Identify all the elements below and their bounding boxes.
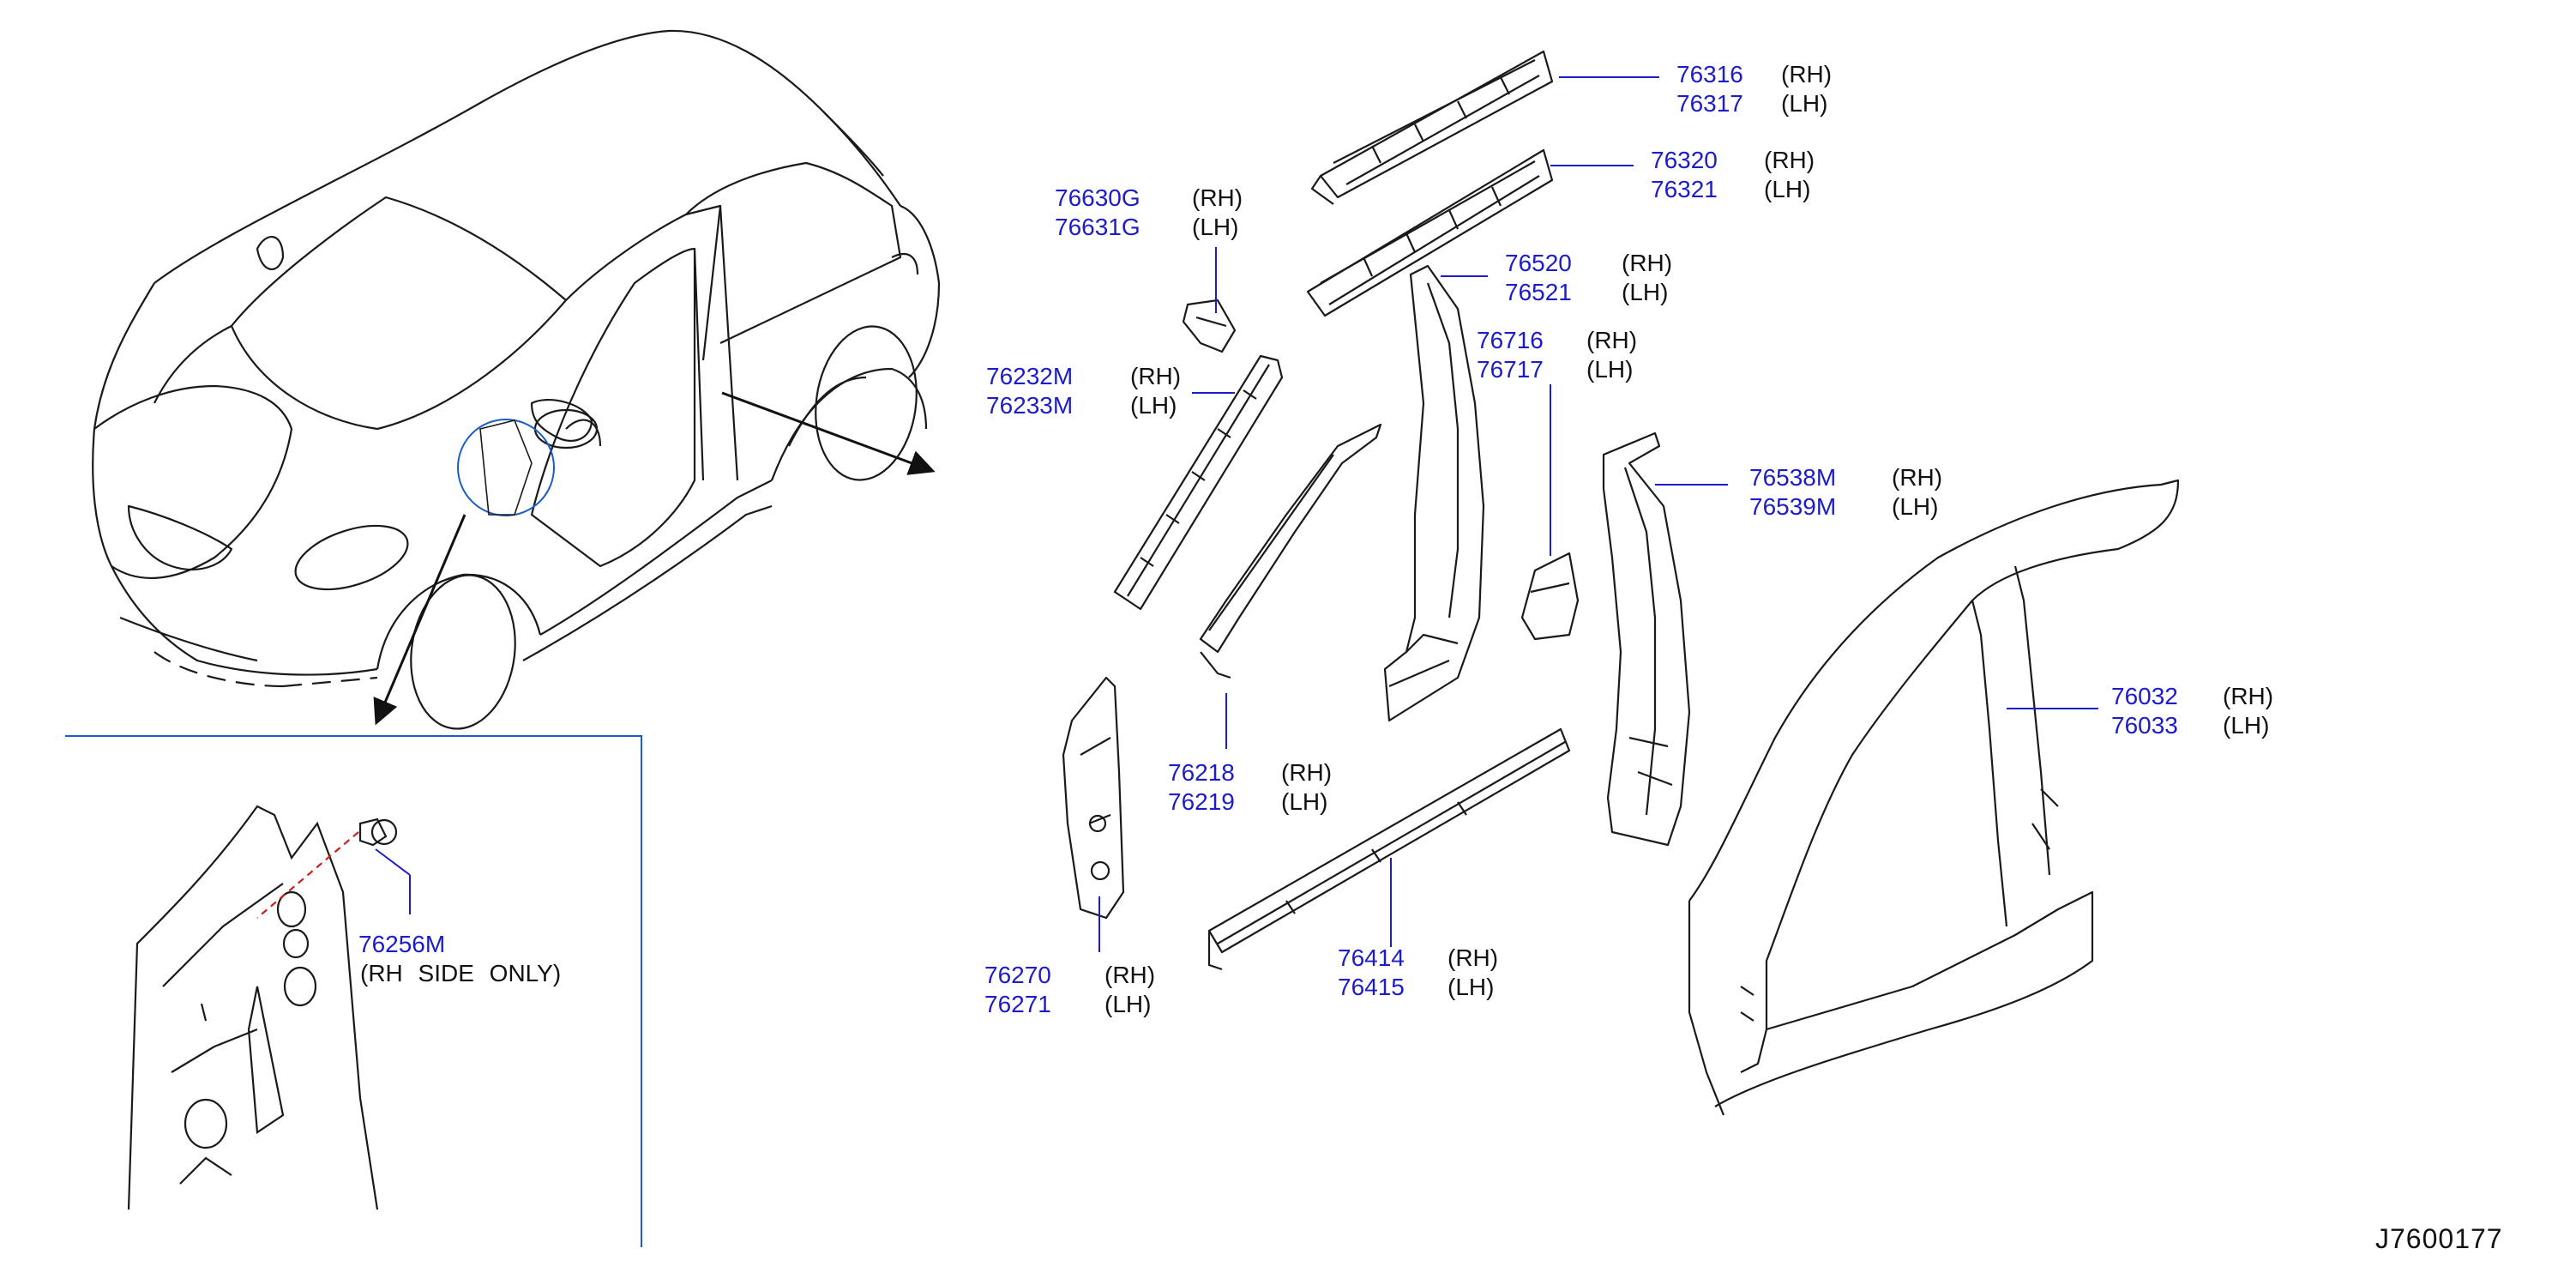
- side-label: (RH): [1781, 61, 1833, 87]
- part-number[interactable]: 76270: [984, 962, 1051, 988]
- part-number[interactable]: 76271: [984, 991, 1051, 1017]
- side-label: (LH): [1447, 974, 1495, 1000]
- part-number[interactable]: 76539M: [1749, 493, 1837, 520]
- side-label: (RH): [1130, 363, 1182, 389]
- part-number[interactable]: 76538M: [1749, 464, 1837, 491]
- part-number[interactable]: 76414: [1338, 944, 1405, 971]
- car-illustration: [92, 29, 941, 730]
- part-number[interactable]: 76317: [1676, 90, 1743, 117]
- part-number[interactable]: 76717: [1477, 356, 1544, 383]
- leader-lines: [375, 76, 2098, 952]
- side-label: (LH): [1622, 279, 1669, 305]
- part-number[interactable]: 76320: [1651, 147, 1718, 173]
- side-label: (RH): [1764, 147, 1815, 173]
- part-number[interactable]: 76256M: [358, 931, 446, 957]
- side-label: (LH): [1781, 90, 1828, 117]
- side-label: (RH): [1447, 944, 1499, 971]
- side-label: (LH): [1130, 392, 1177, 419]
- part-number[interactable]: 76233M: [986, 392, 1074, 419]
- side-label: (RH): [1104, 962, 1156, 988]
- diagram-code: J7600177: [2375, 1223, 2503, 1254]
- direction-arrows: [373, 391, 936, 726]
- side-label: (RH): [2223, 683, 2274, 709]
- side-label: (LH): [1192, 214, 1239, 240]
- part-number[interactable]: 76520: [1505, 250, 1572, 276]
- part-number[interactable]: 76033: [2111, 712, 2178, 739]
- side-label: (LH): [1281, 788, 1328, 815]
- part-number[interactable]: 76032: [2111, 683, 2178, 709]
- part-number[interactable]: 76218: [1168, 759, 1235, 786]
- side-label: (LH): [1586, 356, 1634, 383]
- side-label: (RH): [1281, 759, 1333, 786]
- part-number[interactable]: 76521: [1505, 279, 1572, 305]
- side-label: (RH): [1192, 184, 1243, 211]
- detail-pillar-illustration: [127, 805, 398, 1210]
- side-label: (LH): [1892, 493, 1939, 520]
- side-label: (LH): [1764, 176, 1811, 202]
- part-number[interactable]: 76232M: [986, 363, 1074, 389]
- side-label: (RH): [1622, 250, 1673, 276]
- part-number[interactable]: 76316: [1676, 61, 1743, 87]
- side-label: (LH): [2223, 712, 2270, 739]
- part-number[interactable]: 76415: [1338, 974, 1405, 1000]
- part-number[interactable]: 76630G: [1055, 184, 1141, 211]
- side-label: (RH SIDE ONLY): [360, 960, 562, 986]
- side-label: (RH): [1892, 464, 1943, 491]
- part-number[interactable]: 76716: [1477, 327, 1544, 353]
- detail-box: [65, 735, 642, 1247]
- side-label: (LH): [1104, 991, 1152, 1017]
- side-label: (RH): [1586, 327, 1638, 353]
- part-number[interactable]: 76219: [1168, 788, 1235, 815]
- part-number[interactable]: 76321: [1651, 176, 1718, 202]
- part-number[interactable]: 76631G: [1055, 214, 1141, 240]
- parts-illustrations: [1062, 50, 2180, 1116]
